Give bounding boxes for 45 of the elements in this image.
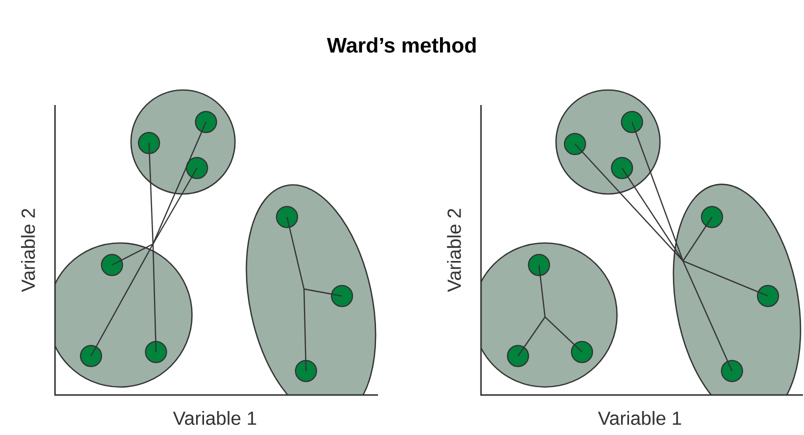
data-point bbox=[528, 254, 550, 276]
linkage-line bbox=[682, 216, 712, 262]
cluster-circle bbox=[481, 242, 618, 388]
cluster-ellipse bbox=[246, 184, 376, 395]
data-point bbox=[620, 110, 644, 134]
data-point bbox=[570, 340, 594, 364]
data-point bbox=[756, 284, 780, 308]
data-point bbox=[564, 132, 586, 156]
data-point bbox=[194, 110, 218, 134]
linkage-line bbox=[544, 316, 582, 352]
linkage-line bbox=[148, 142, 154, 244]
data-point bbox=[144, 340, 168, 364]
data-point bbox=[186, 156, 208, 180]
data-point bbox=[294, 360, 318, 382]
data-point bbox=[80, 344, 102, 368]
data-point bbox=[138, 132, 160, 154]
linkage-line bbox=[622, 168, 684, 262]
data-point bbox=[610, 156, 634, 180]
linkage-line bbox=[518, 316, 546, 356]
cluster-ellipse bbox=[672, 184, 802, 395]
linkage-line bbox=[574, 144, 684, 262]
linkage-line bbox=[682, 260, 733, 372]
axis-label: Variable 2 bbox=[447, 208, 461, 292]
linkage-line bbox=[152, 168, 198, 244]
linkage-line bbox=[286, 216, 305, 290]
data-point bbox=[720, 360, 744, 382]
axis-label: Variable 2 bbox=[21, 208, 35, 292]
data-point bbox=[330, 284, 354, 308]
linkage-line bbox=[304, 288, 342, 297]
linkage-line bbox=[538, 264, 546, 318]
data-point bbox=[700, 206, 724, 228]
linkage-line bbox=[152, 122, 207, 244]
linkage-line bbox=[631, 122, 684, 262]
linkage-line bbox=[90, 244, 154, 356]
data-point bbox=[276, 206, 298, 228]
axis-label: Variable 1 bbox=[598, 411, 682, 425]
linkage-line bbox=[303, 288, 307, 371]
linkage-line bbox=[682, 260, 768, 297]
axis-label: Variable 1 bbox=[173, 411, 256, 425]
linkage-line bbox=[152, 244, 157, 352]
title: Ward’s method bbox=[326, 37, 476, 53]
data-point bbox=[506, 344, 530, 368]
cluster-circle bbox=[55, 242, 193, 388]
data-point bbox=[100, 254, 124, 276]
linkage-line bbox=[112, 243, 154, 266]
